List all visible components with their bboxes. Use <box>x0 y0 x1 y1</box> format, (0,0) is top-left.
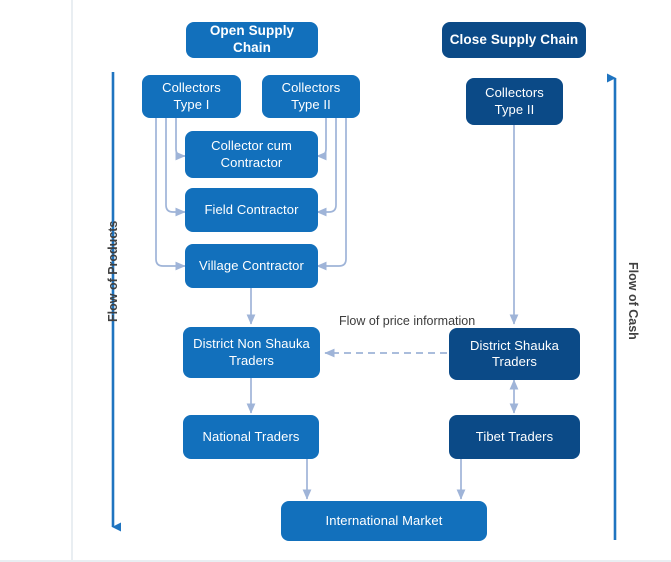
open-supply-chain-header: Open Supply Chain <box>186 22 318 58</box>
price-info-line2: information <box>413 314 476 328</box>
flow-of-cash-label: Flow of Cash <box>626 262 640 340</box>
collectors-type-2-connectors <box>316 118 347 271</box>
collectors-type-1-line2: Type I <box>173 96 210 112</box>
collector-cum-contractor-line2: Contractor <box>220 154 283 170</box>
district-shauka-line1: District Shauka <box>470 337 559 353</box>
collector-cum-contractor-line1: Collector cum <box>211 138 292 154</box>
node-tibet-traders: Tibet Traders <box>449 415 580 459</box>
node-collectors-type-1: Collectors Type I <box>142 75 241 118</box>
district-shauka-line2: Traders <box>491 354 537 369</box>
node-district-shauka-traders: District Shauka Traders <box>449 328 580 380</box>
node-collectors-type-2: Collectors Type II <box>262 75 360 118</box>
node-field-contractor: Field Contractor <box>185 188 318 232</box>
node-collector-cum-contractor: Collector cum Contractor <box>185 131 318 178</box>
bottom-divider <box>0 560 671 562</box>
open-supply-chain-label: Open Supply Chain <box>209 23 295 55</box>
flow-of-products-label: Flow of Products <box>106 220 120 322</box>
field-contractor-label: Field Contractor <box>204 201 299 217</box>
collectors-type-2-line1: Collectors <box>281 80 341 96</box>
collectors-type-2-line2: Type II <box>291 96 331 112</box>
close-supply-chain-header: Close Supply Chain <box>442 22 586 58</box>
collectors-type-1-line1: Collectors <box>162 80 221 96</box>
international-market-label: International Market <box>325 512 443 528</box>
village-contractor-label: Village Contractor <box>199 257 304 273</box>
price-information-annotation: Flow of price information <box>339 313 475 329</box>
district-non-shauka-line2: Traders <box>228 352 274 368</box>
close-supply-chain-label: Close Supply Chain <box>449 31 579 47</box>
price-info-line1: Flow of price <box>339 314 410 328</box>
collectors-type-1-connectors <box>155 118 186 271</box>
collectors-type-2-close-line2: Type II <box>494 101 535 117</box>
node-collectors-type-2-close: Collectors Type II <box>466 78 563 125</box>
collectors-type-2-close-line1: Collectors <box>485 85 544 101</box>
node-national-traders: National Traders <box>183 415 319 459</box>
left-divider <box>71 0 73 562</box>
district-non-shauka-line1: District Non Shauka <box>193 336 310 352</box>
national-traders-label: National Traders <box>202 428 300 444</box>
node-village-contractor: Village Contractor <box>185 244 318 288</box>
node-district-non-shauka-traders: District Non Shauka Traders <box>183 327 320 378</box>
tibet-traders-label: Tibet Traders <box>475 428 554 444</box>
node-international-market: International Market <box>281 501 487 541</box>
